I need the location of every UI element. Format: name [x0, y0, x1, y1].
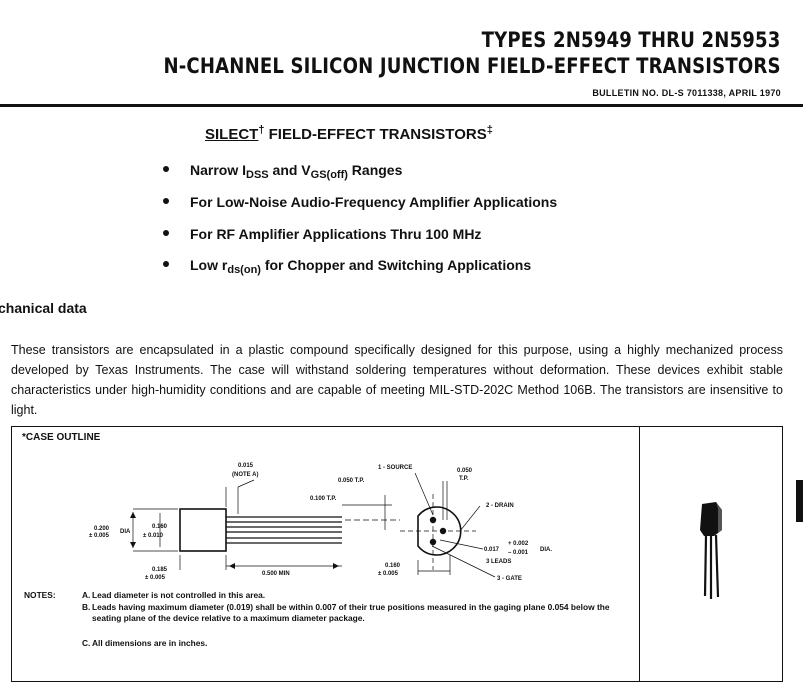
- notes-label: NOTES:: [24, 590, 56, 600]
- svg-text:0.015: 0.015: [238, 463, 254, 469]
- svg-text:3 - GATE: 3 - GATE: [497, 576, 522, 582]
- feature-item: Low rds(on) for Chopper and Switching Ap…: [163, 257, 531, 276]
- bullet-icon: [163, 261, 169, 268]
- transistor-photo-icon: [700, 502, 722, 599]
- svg-text:0.050: 0.050: [457, 468, 473, 474]
- svg-text:3 LEADS: 3 LEADS: [486, 559, 511, 565]
- svg-text:T.P.: T.P.: [459, 476, 469, 482]
- svg-text:0.200: 0.200: [94, 526, 110, 532]
- svg-text:0.160: 0.160: [385, 563, 401, 569]
- svg-text:DIA.: DIA.: [540, 547, 552, 553]
- feature-item: For RF Amplifier Applications Thru 100 M…: [163, 226, 481, 242]
- case-outline-heading: *CASE OUTLINE: [22, 432, 101, 443]
- margin-marker: [796, 480, 803, 522]
- case-outline-drawing: 0.015 (NOTE A) 0.200 ± 0.005 DIA 0.160 ±…: [89, 463, 552, 582]
- svg-text:± 0.005: ± 0.005: [89, 533, 110, 539]
- note-item: B.Leads having maximum diameter (0.019) …: [82, 602, 610, 623]
- section-heading: chanical data: [0, 300, 87, 316]
- title-device-description: N-CHANNEL SILICON JUNCTION FIELD-EFFECT …: [163, 54, 781, 78]
- subtitle-silect: SILECT: [205, 126, 259, 143]
- note-item: A.Lead diameter is not controlled in thi…: [82, 590, 266, 600]
- svg-text:± 0.005: ± 0.005: [145, 575, 166, 581]
- svg-text:1 - SOURCE: 1 - SOURCE: [378, 465, 412, 471]
- double-dagger-mark: ‡: [486, 124, 493, 136]
- subtitle-rest: FIELD-EFFECT TRANSISTORS: [264, 126, 487, 143]
- feature-item: Narrow IDSS and VGS(off) Ranges: [163, 162, 402, 181]
- svg-text:0.017: 0.017: [484, 547, 500, 553]
- svg-text:0.050 T.P.: 0.050 T.P.: [338, 478, 365, 484]
- frame-divider: [639, 426, 640, 681]
- svg-text:(NOTE A): (NOTE A): [232, 472, 258, 478]
- svg-text:DIA: DIA: [120, 529, 131, 535]
- feature-item: For Low-Noise Audio-Frequency Amplifier …: [163, 194, 557, 210]
- svg-text:2 - DRAIN: 2 - DRAIN: [486, 503, 514, 509]
- svg-text:0.185: 0.185: [152, 567, 168, 573]
- note-item: C.All dimensions are in inches.: [82, 638, 208, 648]
- bulletin-number: BULLETIN NO. DL-S 7011338, APRIL 1970: [592, 88, 781, 98]
- svg-text:0.100 T.P.: 0.100 T.P.: [310, 496, 337, 502]
- svg-text:+ 0.002: + 0.002: [508, 541, 529, 547]
- svg-text:0.500 MIN: 0.500 MIN: [262, 571, 290, 577]
- subtitle: SILECT† FIELD-EFFECT TRANSISTORS‡: [205, 124, 493, 143]
- dagger-mark: †: [258, 124, 265, 136]
- svg-text:± 0.010: ± 0.010: [143, 533, 164, 539]
- title-types: TYPES 2N5949 THRU 2N5953: [482, 28, 781, 52]
- case-outline-frame: [11, 426, 783, 682]
- bullet-icon: [163, 230, 169, 237]
- bullet-icon: [163, 198, 169, 205]
- svg-text:– 0.001: – 0.001: [508, 550, 529, 556]
- svg-text:0.160: 0.160: [152, 524, 168, 530]
- description-paragraph: These transistors are encapsulated in a …: [11, 343, 783, 417]
- header-rule: [0, 104, 803, 107]
- bullet-icon: [163, 166, 169, 173]
- svg-text:± 0.005: ± 0.005: [378, 571, 399, 577]
